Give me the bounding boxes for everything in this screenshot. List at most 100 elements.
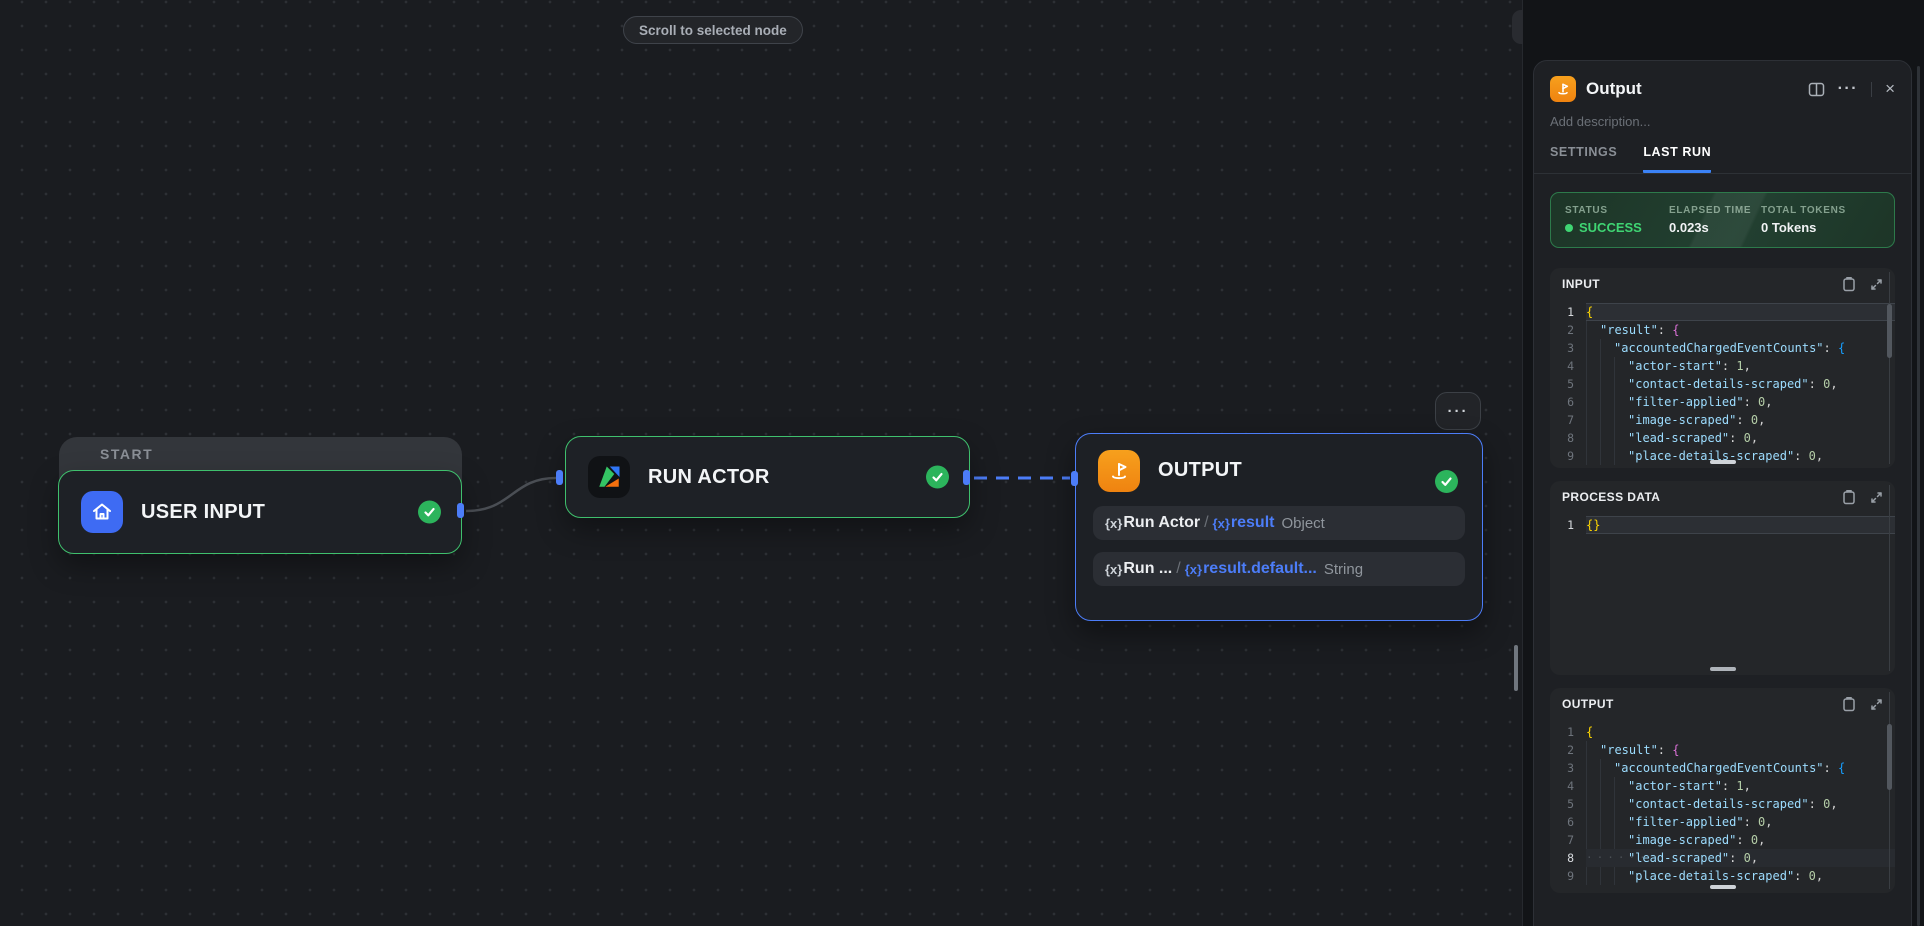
split-view-icon[interactable] — [1808, 82, 1825, 97]
elapsed-time-value: 0.023s — [1669, 220, 1709, 235]
elapsed-time-label: ELAPSED TIME — [1669, 205, 1752, 216]
scrollbar-track — [1889, 692, 1890, 889]
status-dot — [1565, 223, 1573, 232]
process-data-section: PROCESS DATA 1{} — [1550, 481, 1895, 675]
output-handle-user-input[interactable] — [457, 503, 464, 518]
status-value: SUCCESS — [1565, 220, 1669, 235]
resize-grip[interactable] — [1709, 460, 1736, 464]
expand-icon[interactable] — [1870, 276, 1883, 292]
inspector-panel: Output ··· × Add description... SETTINGS… — [1523, 0, 1924, 926]
tab-settings[interactable]: SETTINGS — [1550, 145, 1618, 159]
mapping-separator: / — [1204, 514, 1209, 531]
code-line: 1{} — [1550, 516, 1895, 534]
panel-title: Output — [1586, 79, 1642, 98]
process-data-code-editor[interactable]: 1{} — [1550, 511, 1895, 675]
code-line: 4"actor-start": 1, — [1567, 777, 1751, 795]
code-line: 8"lead-scraped": 0, — [1567, 429, 1759, 447]
copy-icon[interactable] — [1842, 489, 1856, 505]
variable-mapping-chip[interactable]: {x}Run .../{x}result.default...String — [1093, 552, 1465, 586]
code-line: 9"place-details-scraped": 0, — [1567, 867, 1824, 885]
edge-userinput-runactor[interactable] — [465, 476, 557, 513]
success-check-icon — [418, 500, 441, 524]
tab-last-run[interactable]: LAST RUN — [1643, 145, 1712, 173]
output-section: OUTPUT 1{ 2"result": {3"accountedChargedE… — [1550, 688, 1895, 893]
mapping-source: Run Actor — [1123, 514, 1201, 531]
code-line: 1{ — [1550, 303, 1895, 321]
scrollbar-track — [1889, 485, 1890, 671]
total-tokens-label: TOTAL TOKENS — [1761, 205, 1846, 216]
node-user-input[interactable]: USER INPUT — [58, 470, 462, 554]
success-check-icon — [926, 465, 949, 489]
run-status-card: STATUS SUCCESS ELAPSED TIME 0.023s TOTAL… — [1550, 192, 1895, 248]
total-tokens-value: 0 Tokens — [1761, 220, 1817, 235]
input-code-editor[interactable]: 1{2"result": {3"accountedChargedEventCou… — [1550, 298, 1895, 468]
apify-actor-icon — [588, 456, 630, 498]
more-icon[interactable]: ··· — [1837, 80, 1859, 97]
panel-scrollbar[interactable] — [1917, 66, 1920, 926]
mapping-type: String — [1323, 560, 1364, 578]
status-label: STATUS — [1565, 205, 1608, 216]
code-line: 1{ — [1567, 725, 1594, 739]
fx-icon: {x} — [1212, 515, 1230, 531]
code-line: 7"image-scraped": 0, — [1567, 831, 1766, 849]
code-line: 6"filter-applied": 0, — [1567, 813, 1773, 831]
workflow-canvas[interactable]: Scroll to selected node START USER INPUT — [0, 0, 1523, 926]
input-handle-run-actor[interactable] — [556, 470, 563, 485]
mapping-type: Object — [1281, 514, 1325, 532]
section-label: OUTPUT — [1562, 697, 1614, 711]
mapping-source: Run ... — [1123, 560, 1173, 577]
mapping-path: result — [1230, 514, 1275, 531]
input-section: INPUT 1{2"result": {3"accountedChargedEv… — [1550, 268, 1895, 468]
code-line: 5"contact-details-scraped": 0, — [1567, 375, 1838, 393]
fx-icon: {x} — [1105, 561, 1123, 577]
resize-grip[interactable] — [1709, 667, 1736, 671]
code-line: 6"filter-applied": 0, — [1567, 393, 1773, 411]
node-title: OUTPUT — [1158, 459, 1243, 481]
description-placeholder[interactable]: Add description... — [1550, 114, 1651, 129]
mapping-separator: / — [1176, 560, 1181, 577]
scrollbar-thumb[interactable] — [1887, 304, 1892, 358]
expand-icon[interactable] — [1870, 696, 1883, 712]
output-node-panel: Output ··· × Add description... SETTINGS… — [1533, 60, 1912, 926]
resize-grip[interactable] — [1709, 885, 1736, 889]
code-line: 2"result": { — [1567, 741, 1680, 759]
mapping-path: result.default... — [1203, 560, 1317, 577]
section-label: PROCESS DATA — [1562, 490, 1661, 504]
node-run-actor[interactable]: RUN ACTOR — [565, 436, 970, 518]
code-line: 4"actor-start": 1, — [1567, 357, 1751, 375]
fx-icon: {x} — [1184, 561, 1203, 577]
panel-header: Output ··· × — [1550, 75, 1895, 103]
node-title: RUN ACTOR — [648, 465, 770, 488]
fx-icon: {x} — [1105, 515, 1123, 531]
code-line: 9"place-details-scraped": 0, — [1567, 447, 1824, 465]
copy-icon[interactable] — [1842, 696, 1856, 712]
scrollbar-track — [1889, 272, 1890, 464]
scrollbar-thumb[interactable] — [1887, 724, 1892, 790]
section-label: INPUT — [1562, 277, 1600, 291]
code-line: 8······"lead-scraped": 0, — [1550, 849, 1895, 867]
expand-icon[interactable] — [1870, 489, 1883, 505]
finish-flag-icon — [1098, 449, 1140, 492]
output-code-editor[interactable]: 1{ 2"result": {3"accountedChargedEventCou… — [1550, 718, 1895, 893]
success-check-icon — [1435, 470, 1458, 493]
output-handle-run-actor[interactable] — [963, 470, 970, 485]
code-line: 2"result": { — [1567, 321, 1680, 339]
divider — [1871, 81, 1873, 97]
finish-flag-icon — [1550, 76, 1576, 102]
scroll-to-selected-node-button[interactable]: Scroll to selected node — [623, 16, 803, 44]
close-icon[interactable]: × — [1885, 79, 1895, 98]
node-title: USER INPUT — [141, 500, 266, 523]
home-icon — [81, 491, 123, 533]
code-line: 7"image-scraped": 0, — [1567, 411, 1766, 429]
panel-tabs: SETTINGS LAST RUN — [1534, 145, 1911, 174]
code-line: 3"accountedChargedEventCounts": { — [1567, 759, 1846, 777]
start-group-label: START — [100, 446, 154, 462]
copy-icon[interactable] — [1842, 276, 1856, 292]
node-more-button[interactable]: ··· — [1435, 392, 1481, 430]
panel-resize-handle[interactable] — [1514, 645, 1518, 691]
input-handle-output[interactable] — [1071, 471, 1078, 486]
